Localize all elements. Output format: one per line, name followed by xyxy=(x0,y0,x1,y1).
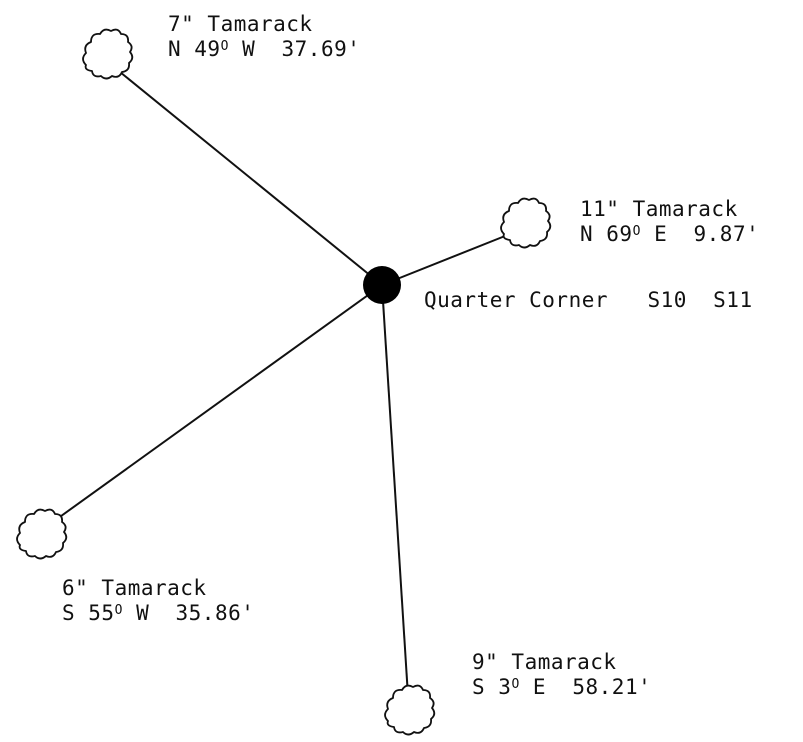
tree-name-ne: 11" Tamarack xyxy=(580,197,738,221)
tree-icon-ne xyxy=(500,197,552,249)
tree-label-ne: 11" Tamarack N 69O E 9.87' xyxy=(580,197,759,247)
tree-icon-s xyxy=(384,684,436,736)
tree-name-sw: 6" Tamarack xyxy=(62,576,207,600)
quarter-corner-label: Quarter Corner S10 S11 xyxy=(424,288,753,313)
tree-icon-nw xyxy=(82,28,134,80)
line-to-nw-tree xyxy=(119,71,383,286)
tree-icon-sw xyxy=(16,508,68,560)
tree-bearing-ne: N 69O E 9.87' xyxy=(580,222,760,246)
tree-bearing-nw: N 49O W 37.69' xyxy=(168,37,361,61)
line-to-s-tree xyxy=(381,284,409,697)
tree-bearing-sw: S 55O W 35.86' xyxy=(62,601,255,625)
line-to-sw-tree xyxy=(49,284,383,525)
tree-bearing-s: S 3O E 58.21' xyxy=(472,675,652,699)
corner-name: Quarter Corner xyxy=(424,288,609,312)
tree-label-s: 9" Tamarack S 3O E 58.21' xyxy=(472,650,651,700)
tree-name-s: 9" Tamarack xyxy=(472,650,617,674)
quarter-corner-marker xyxy=(363,266,401,304)
tree-name-nw: 7" Tamarack xyxy=(168,12,313,36)
tree-label-sw: 6" Tamarack S 55O W 35.86' xyxy=(62,576,254,626)
line-to-ne-tree xyxy=(381,235,506,286)
corner-sections: S10 S11 xyxy=(647,288,753,312)
tree-label-nw: 7" Tamarack N 49O W 37.69' xyxy=(168,12,360,62)
